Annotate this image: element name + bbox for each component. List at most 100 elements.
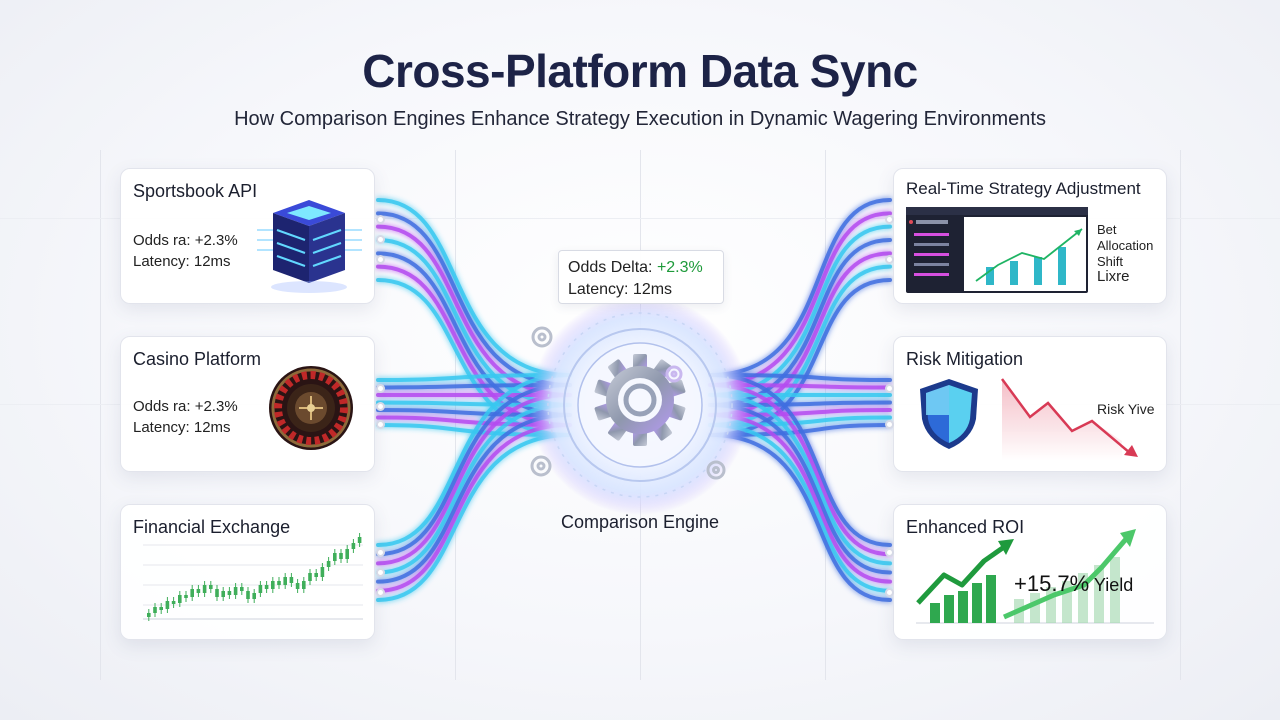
- flow-line: [376, 373, 572, 382]
- flow-line: [376, 264, 572, 427]
- candle-body: [302, 581, 306, 589]
- candle-body: [326, 561, 331, 567]
- risk-decline-chart: [1000, 378, 1138, 461]
- card-title: Real-Time Strategy Adjustment: [906, 179, 1141, 198]
- engine-latency: Latency: 12ms: [568, 281, 673, 298]
- odds-label: Odds ra:: [133, 398, 195, 415]
- grid-line: [825, 150, 826, 680]
- card-title: Sportsbook API: [133, 181, 258, 201]
- gear-tooth: [633, 430, 647, 446]
- flow-line: [708, 383, 892, 557]
- output-card-strategy[interactable]: Real-Time Strategy Adjustment Bet Alloca…: [893, 168, 1167, 304]
- connector-dot: [376, 215, 385, 224]
- engine-metrics-box: Odds Delta: +2.3% Latency: 12ms: [558, 250, 724, 304]
- flow-line: [708, 423, 892, 593]
- output-card-roi[interactable]: Enhanced ROI +15.7% Yield: [893, 504, 1167, 640]
- candle-body: [184, 595, 188, 598]
- flow-line: [708, 383, 892, 390]
- candle-body: [339, 553, 343, 559]
- allocation-note: Bet Allocation Shift: [1097, 222, 1154, 269]
- risk-note: Risk Yive: [1097, 401, 1155, 417]
- shield-icon: [920, 379, 978, 449]
- candle-body: [221, 591, 225, 597]
- connector-dot: [376, 548, 385, 557]
- candle-body: [264, 585, 269, 589]
- odds-value: +2.3%: [194, 232, 238, 249]
- candle-body: [215, 589, 219, 597]
- flow-line: [376, 423, 572, 437]
- grid-line: [100, 150, 101, 680]
- candle-body: [289, 577, 294, 583]
- flow-line: [376, 403, 572, 575]
- candle-body: [240, 587, 244, 591]
- flow-line: [708, 415, 892, 427]
- candle-body: [283, 577, 287, 585]
- candle-body: [271, 581, 275, 589]
- source-card-casino[interactable]: Casino Platform Odds ra: +2.3% Latency: …: [120, 336, 375, 472]
- connector-dot: [376, 255, 385, 264]
- flow-line: [376, 251, 572, 417]
- candle-body: [190, 589, 194, 597]
- flow-line: [708, 393, 892, 566]
- candle-body: [178, 595, 182, 603]
- card-title: Financial Exchange: [133, 517, 291, 537]
- connector-dot: [885, 215, 894, 224]
- delta-label: Odds Delta:: [568, 259, 657, 276]
- grid-line: [1180, 150, 1181, 680]
- candle-body: [295, 583, 300, 589]
- connector-dot: [376, 235, 385, 244]
- flow-line: [708, 198, 892, 377]
- output-card-risk[interactable]: Risk Mitigation Risk Yive: [893, 336, 1167, 472]
- candle-body: [252, 593, 256, 599]
- candle-body: [153, 607, 157, 613]
- connector-dot: [885, 384, 894, 393]
- latency-value: Latency: 12ms: [133, 419, 231, 436]
- flow-line: [376, 400, 572, 407]
- connector-dot: [885, 420, 894, 429]
- candle-body: [159, 607, 163, 610]
- candle-body: [246, 591, 250, 599]
- roulette-wheel-icon: [269, 366, 353, 450]
- connector-dot: [376, 568, 385, 577]
- small-gear-icon: [531, 326, 553, 348]
- flow-line: [708, 373, 892, 382]
- connector-dot: [885, 548, 894, 557]
- candle-body: [171, 601, 176, 604]
- flow-line: [708, 408, 892, 417]
- source-card-exchange[interactable]: Financial Exchange: [120, 504, 375, 640]
- growth-chart-icon: [916, 529, 1154, 624]
- candle-body: [165, 601, 170, 609]
- roi-suffix: Yield: [1089, 575, 1134, 595]
- engine-ring: [547, 312, 733, 498]
- source-card-sportsbook[interactable]: Sportsbook API Odds ra: +2.3% Latency: 1…: [120, 168, 375, 304]
- flow-line: [708, 433, 892, 602]
- connector-dot: [376, 588, 385, 597]
- connector-dot: [376, 402, 385, 411]
- gear-tooth: [633, 354, 647, 370]
- grid-line: [455, 150, 456, 680]
- connector-dot: [885, 588, 894, 597]
- engine-label: Comparison Engine: [560, 512, 720, 532]
- small-gear-icon: [706, 460, 726, 480]
- connector-dot: [376, 420, 385, 429]
- flow-line: [376, 198, 572, 377]
- candle-body: [333, 553, 337, 561]
- card-metrics: Odds ra: +2.3% Latency: 12ms: [133, 230, 238, 272]
- dashboard-icon: [906, 207, 1088, 293]
- flow-line: [376, 413, 572, 584]
- card-title: Enhanced ROI: [906, 517, 1025, 537]
- card-title: Casino Platform: [133, 349, 262, 369]
- flow-line: [708, 373, 892, 547]
- flow-line: [376, 383, 572, 557]
- candle-body: [233, 587, 238, 595]
- odds-value: +2.3%: [194, 398, 238, 415]
- flow-line: [376, 373, 572, 547]
- server-icon: [257, 200, 362, 293]
- candle-body: [345, 549, 349, 559]
- card-metrics: Odds ra: +2.3% Latency: 12ms: [133, 396, 238, 438]
- flow-line: [708, 403, 892, 575]
- candle-body: [209, 585, 213, 589]
- candle-body: [196, 589, 201, 593]
- flow-line: [376, 408, 572, 417]
